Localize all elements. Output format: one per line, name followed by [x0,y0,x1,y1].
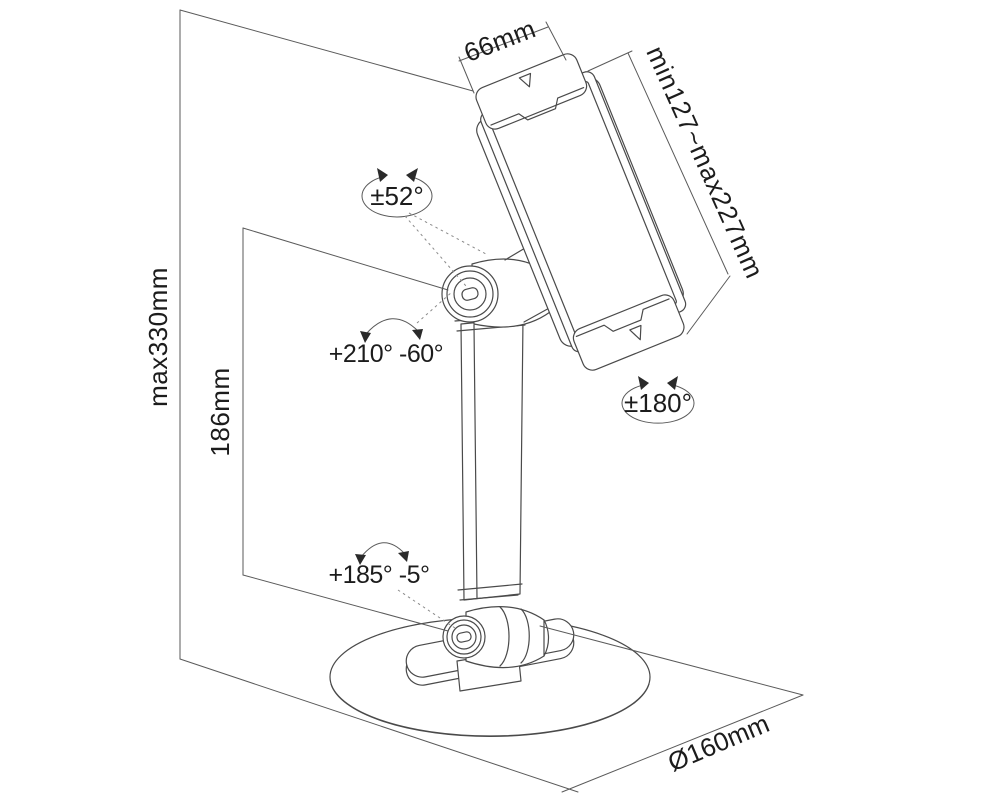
bottom-clamp [572,294,685,371]
tilt-arrow-right [406,168,418,182]
annot-base-rotation: +185° -5° [329,542,459,631]
pole-front-line [473,324,478,599]
bottom-hinge-inner [451,624,477,650]
dim-label-pole-height: 186mm [205,367,235,456]
dim-label-top-width: 66mm [460,13,540,68]
dim-label-max-height: max330mm [143,267,173,407]
bottom-joint-cap [543,619,550,657]
top-hinge-inner [453,277,487,311]
annot-label-tilt-angle: ±52° [370,181,424,211]
annot-tilt-angle: ±52° [361,168,487,287]
bottom-hinge-ring [446,619,482,655]
pole-body [460,317,524,601]
top-joint [441,224,581,328]
tablet-holder [475,53,687,371]
arm-arrow-right [412,329,423,340]
tilt-arrow-left [377,168,388,182]
annot-label-holder-spin: ±180° [624,388,692,418]
pole-collar-bottom [457,583,523,601]
annot-label-base-rotation: +185° -5° [329,561,430,589]
dim-label-base-diameter: Ø160mm [663,708,773,777]
top-clamp [475,53,588,130]
bottom-joint-band-1 [499,606,510,667]
base-arrow-right [398,551,409,562]
dim-pole-height: 186mm [205,227,449,632]
annot-arm-rotation: +210° -60° [329,291,453,368]
bottom-joint-band-2 [520,608,530,664]
stand-pole [454,314,528,601]
bottom-hinge-slot [456,631,472,643]
bottom-joint [442,606,550,669]
spin-arrow-left [638,376,649,390]
top-hinge-ring [446,270,494,318]
annot-label-arm-rotation: +210° -60° [329,340,443,368]
bottom-clamp-arrow-icon [629,324,642,341]
arm-arrow-left [360,331,371,343]
bottom-hinge-outer [442,615,486,659]
spin-arrow-right [667,376,678,390]
top-clamp-arrow-icon [518,72,532,88]
base-arrow-left [355,554,366,565]
bottom-clamp-lip [575,298,670,338]
annot-holder-spin: ±180° [621,376,695,424]
top-hinge-slot [461,287,479,301]
top-clamp-lip [490,86,585,126]
top-hinge-outer [441,265,499,323]
dim-max-height: max330mm [143,9,579,793]
